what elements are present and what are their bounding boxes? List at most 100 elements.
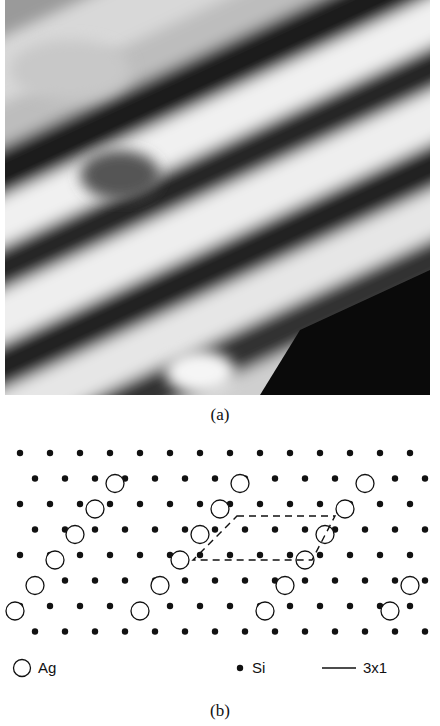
- si-atom: [182, 526, 188, 532]
- si-atom: [317, 603, 323, 609]
- legend-text: Ag: [38, 660, 56, 675]
- si-atom: [392, 577, 398, 583]
- si-atom: [32, 526, 38, 532]
- ag-atom: [26, 577, 44, 595]
- si-atom: [392, 475, 398, 481]
- si-atom: [407, 552, 413, 558]
- si-atom: [362, 577, 368, 583]
- si-atom: [62, 577, 68, 583]
- si-atom: [137, 450, 143, 456]
- si-atom: [227, 552, 233, 558]
- ag-atom: [191, 526, 209, 544]
- si-atom: [62, 475, 68, 481]
- si-atom: [347, 552, 353, 558]
- ag-atom: [6, 602, 24, 620]
- ag-atom: [356, 475, 374, 493]
- si-atom: [47, 603, 53, 609]
- si-atom: [242, 526, 248, 532]
- si-atom: [332, 475, 338, 481]
- si-atom: [302, 526, 308, 532]
- si-atom: [242, 628, 248, 634]
- si-atom: [227, 603, 233, 609]
- si-atom: [182, 628, 188, 634]
- si-atom: [92, 475, 98, 481]
- si-atom: [272, 628, 278, 634]
- si-atom: [332, 577, 338, 583]
- cell-line-symbol: [322, 667, 356, 669]
- ag-atom: [66, 526, 84, 544]
- si-atom: [392, 628, 398, 634]
- si-atom: [407, 501, 413, 507]
- si-atom: [287, 450, 293, 456]
- ag-atom: [151, 577, 169, 595]
- si-atom: [107, 501, 113, 507]
- ag-atom: [231, 475, 249, 493]
- si-atom: [107, 450, 113, 456]
- si-atom: [422, 577, 428, 583]
- si-atom: [287, 501, 293, 507]
- si-atom: [302, 628, 308, 634]
- panel-label: (a): [211, 406, 230, 423]
- si-atom: [17, 552, 23, 558]
- si-atom: [317, 501, 323, 507]
- si-atom: [212, 526, 218, 532]
- ag-atom: [171, 551, 189, 569]
- ag-atom: [276, 577, 294, 595]
- si-atom: [107, 603, 113, 609]
- si-atom: [77, 450, 83, 456]
- si-atom: [302, 475, 308, 481]
- si-atom: [62, 628, 68, 634]
- si-atom: [287, 603, 293, 609]
- unit-cell: [193, 516, 335, 560]
- ag-atom: [256, 602, 274, 620]
- si-atom: [77, 603, 83, 609]
- si-atom: [377, 501, 383, 507]
- si-atom: [362, 628, 368, 634]
- si-atom: [47, 450, 53, 456]
- si-atom: [107, 552, 113, 558]
- si-atom: [347, 450, 353, 456]
- si-atom: [17, 501, 23, 507]
- si-atom: [167, 501, 173, 507]
- si-atom: [152, 526, 158, 532]
- si-atom: [152, 628, 158, 634]
- stm-image: [5, 0, 430, 395]
- si-atom: [422, 475, 428, 481]
- si-atom: [152, 475, 158, 481]
- si-atom: [302, 577, 308, 583]
- ag-atom: [211, 500, 229, 518]
- si-atom: [347, 603, 353, 609]
- ag-atom: [86, 500, 104, 518]
- si-atom: [77, 552, 83, 558]
- si-atom: [407, 450, 413, 456]
- si-symbol: [237, 665, 243, 671]
- legend-text: Si: [252, 660, 265, 675]
- si-atom: [317, 450, 323, 456]
- si-atom: [257, 501, 263, 507]
- si-atom: [257, 552, 263, 558]
- si-atom: [122, 577, 128, 583]
- si-atom: [137, 552, 143, 558]
- ag-atom: [131, 602, 149, 620]
- si-atom: [332, 628, 338, 634]
- si-atom: [197, 450, 203, 456]
- si-atom: [212, 577, 218, 583]
- ag-atom: [401, 577, 419, 595]
- si-atom: [122, 628, 128, 634]
- si-atom: [377, 450, 383, 456]
- si-atom: [167, 603, 173, 609]
- si-atom: [272, 475, 278, 481]
- si-atom: [92, 577, 98, 583]
- surface-lattice: [6, 450, 428, 635]
- si-atom: [287, 552, 293, 558]
- ag-atom: [336, 500, 354, 518]
- si-atom: [227, 450, 233, 456]
- si-atom: [407, 603, 413, 609]
- si-atom: [92, 628, 98, 634]
- si-atom: [272, 526, 278, 532]
- si-atom: [317, 552, 323, 558]
- si-atom: [182, 475, 188, 481]
- ag-atom: [381, 602, 399, 620]
- si-atom: [362, 526, 368, 532]
- ag-symbol: [14, 660, 31, 677]
